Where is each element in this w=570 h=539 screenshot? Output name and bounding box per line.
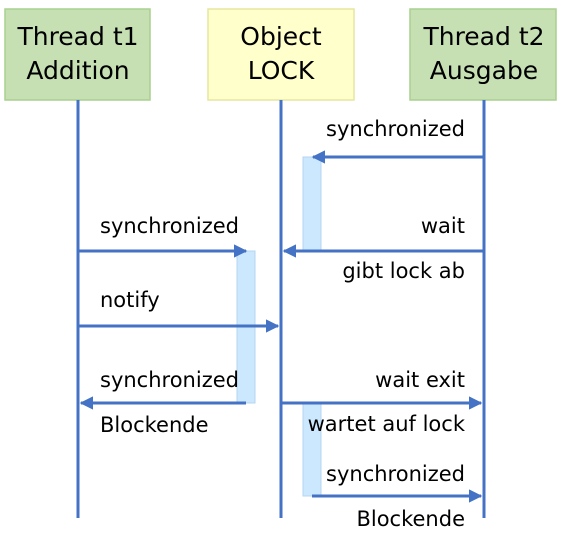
participant-t2-role: Ausgabe bbox=[430, 56, 538, 85]
note-wartet-auf-lock: wartet auf lock bbox=[308, 412, 466, 436]
label-synchronized-4: synchronized bbox=[326, 462, 465, 486]
label-synchronized-1: synchronized bbox=[326, 117, 465, 141]
participant-lock-role: LOCK bbox=[248, 56, 315, 85]
note-blockende-1: Blockende bbox=[100, 413, 209, 437]
label-notify: notify bbox=[100, 288, 160, 312]
participant-lock-name: Object bbox=[240, 22, 322, 51]
participant-thread-t1: Thread t1 Addition bbox=[4, 8, 151, 101]
note-gibt-lock-ab: gibt lock ab bbox=[342, 259, 465, 283]
label-wait: wait bbox=[421, 214, 465, 238]
participant-t1-name: Thread t1 bbox=[16, 22, 138, 51]
label-synchronized-2: synchronized bbox=[100, 214, 239, 238]
participant-object-lock: Object LOCK bbox=[207, 8, 355, 101]
participant-t1-role: Addition bbox=[26, 56, 129, 85]
label-wait-exit: wait exit bbox=[375, 368, 465, 392]
label-synchronized-3: synchronized bbox=[100, 368, 239, 392]
note-blockende-2: Blockende bbox=[356, 507, 465, 531]
participant-t2-name: Thread t2 bbox=[422, 22, 544, 51]
activation-lock-t2 bbox=[302, 156, 322, 252]
participant-thread-t2: Thread t2 Ausgabe bbox=[409, 8, 557, 101]
